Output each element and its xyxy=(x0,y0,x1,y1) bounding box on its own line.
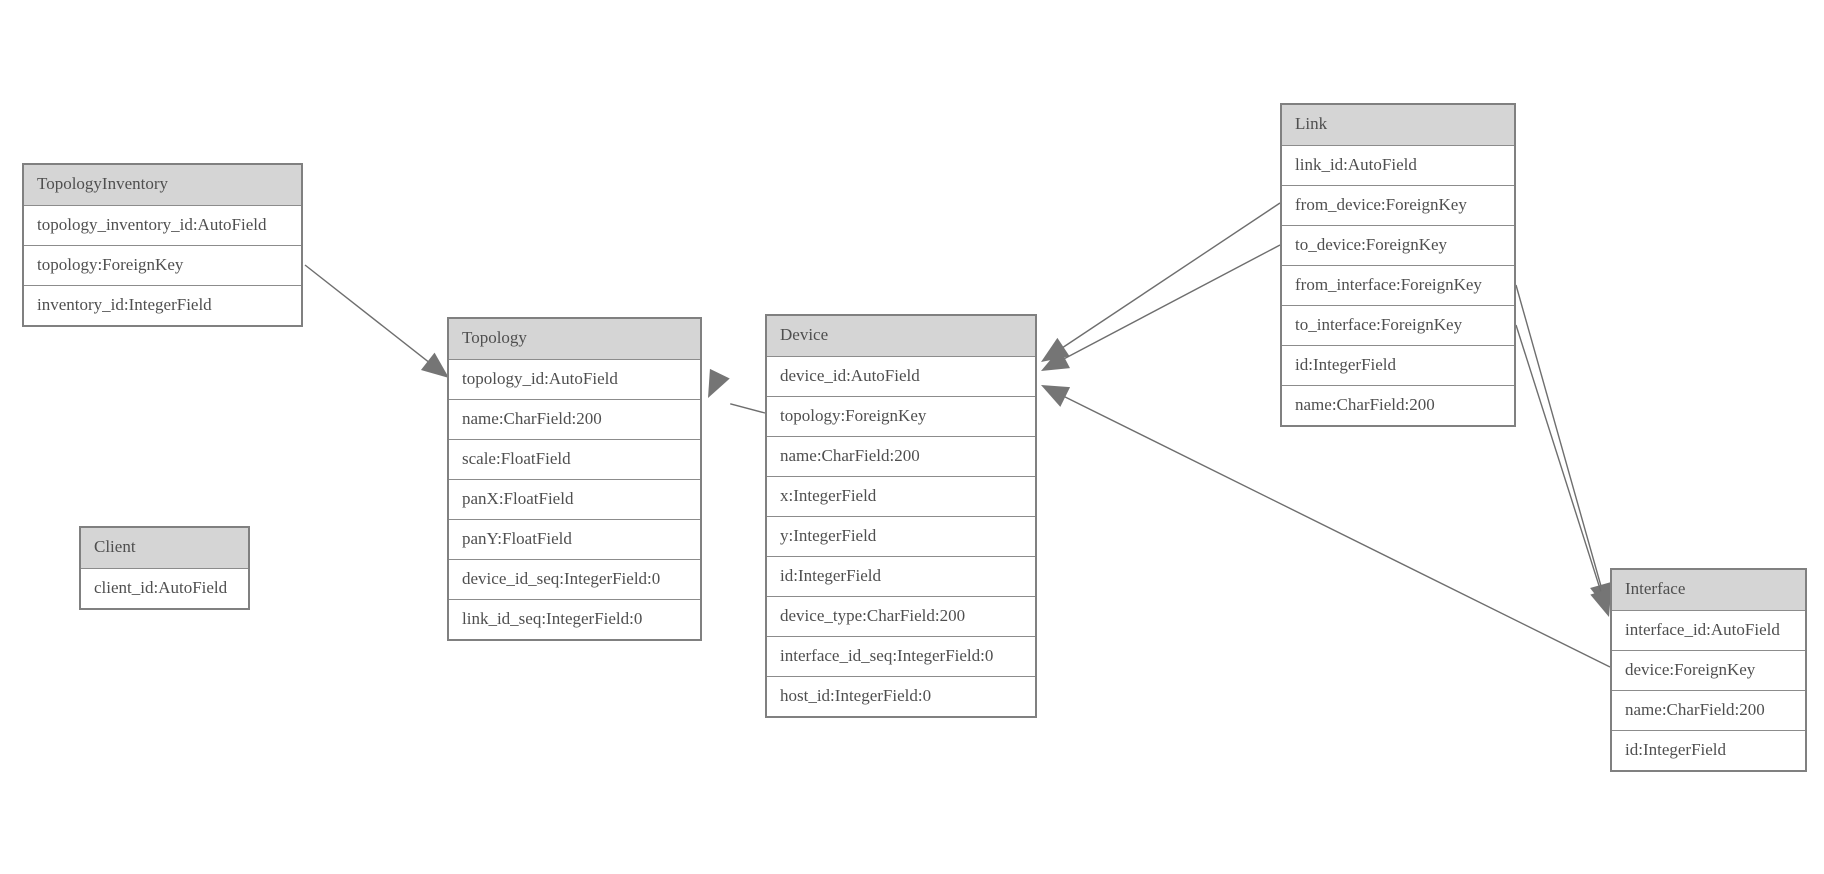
entity-field-row: topology:ForeignKey xyxy=(767,396,1035,436)
entity-title-client: Client xyxy=(81,528,248,568)
entity-title-link: Link xyxy=(1282,105,1514,145)
entity-field-row: name:CharField:200 xyxy=(1282,385,1514,425)
edge-arrowhead-icon xyxy=(420,352,449,378)
entity-field-row: interface_id_seq:IntegerField:0 xyxy=(767,636,1035,676)
entity-field-row: device:ForeignKey xyxy=(1612,650,1805,690)
entity-field-row: interface_id:AutoField xyxy=(1612,610,1805,650)
entity-field-row: topology_id:AutoField xyxy=(449,359,700,399)
entity-field-row: from_device:ForeignKey xyxy=(1282,185,1514,225)
entity-field-row: to_device:ForeignKey xyxy=(1282,225,1514,265)
entity-field-row: host_id:IntegerField:0 xyxy=(767,676,1035,716)
entity-field-row: device_id_seq:IntegerField:0 xyxy=(449,559,700,599)
entity-field-row: name:CharField:200 xyxy=(767,436,1035,476)
entity-field-row: client_id:AutoField xyxy=(81,568,248,608)
edge-arrowhead-icon xyxy=(1041,348,1071,371)
entity-field-row: device_type:CharField:200 xyxy=(767,596,1035,636)
entity-title-topology_inventory: TopologyInventory xyxy=(24,165,301,205)
entity-title-device: Device xyxy=(767,316,1035,356)
entity-field-row: link_id:AutoField xyxy=(1282,145,1514,185)
edge-line-link-to-device-device xyxy=(1061,244,1281,361)
entity-field-row: panX:FloatField xyxy=(449,479,700,519)
edge-arrowhead-icon xyxy=(708,368,730,398)
entity-field-row: panY:FloatField xyxy=(449,519,700,559)
edge-line-link-from-interface-interface xyxy=(1515,284,1603,590)
entity-field-row: inventory_id:IntegerField xyxy=(24,285,301,325)
entity-field-row: device_id:AutoField xyxy=(767,356,1035,396)
edge-line-device-topology xyxy=(730,403,766,414)
edge-arrowhead-icon xyxy=(1590,587,1612,617)
entity-field-row: id:IntegerField xyxy=(1612,730,1805,770)
entity-field-row: to_interface:ForeignKey xyxy=(1282,305,1514,345)
edge-arrowhead-icon xyxy=(1590,582,1612,611)
entity-field-row: scale:FloatField xyxy=(449,439,700,479)
edge-line-interface-device xyxy=(1061,394,1611,668)
entity-field-row: y:IntegerField xyxy=(767,516,1035,556)
entity-field-row: id:IntegerField xyxy=(1282,345,1514,385)
entity-field-row: link_id_seq:IntegerField:0 xyxy=(449,599,700,639)
entity-field-row: topology:ForeignKey xyxy=(24,245,301,285)
entity-field-row: name:CharField:200 xyxy=(1612,690,1805,730)
entity-field-row: from_interface:ForeignKey xyxy=(1282,265,1514,305)
edge-line-link-from-device-device xyxy=(1059,202,1281,350)
entity-field-row: id:IntegerField xyxy=(767,556,1035,596)
edge-line-topologyinventory-topology xyxy=(304,264,432,365)
entity-field-row: name:CharField:200 xyxy=(449,399,700,439)
edge-arrowhead-icon xyxy=(1041,337,1070,362)
edge-arrowhead-icon xyxy=(1041,385,1071,407)
entity-title-interface: Interface xyxy=(1612,570,1805,610)
entity-field-row: topology_inventory_id:AutoField xyxy=(24,205,301,245)
entity-field-row: x:IntegerField xyxy=(767,476,1035,516)
entity-title-topology: Topology xyxy=(449,319,700,359)
edge-line-link-to-interface-interface xyxy=(1515,324,1603,596)
